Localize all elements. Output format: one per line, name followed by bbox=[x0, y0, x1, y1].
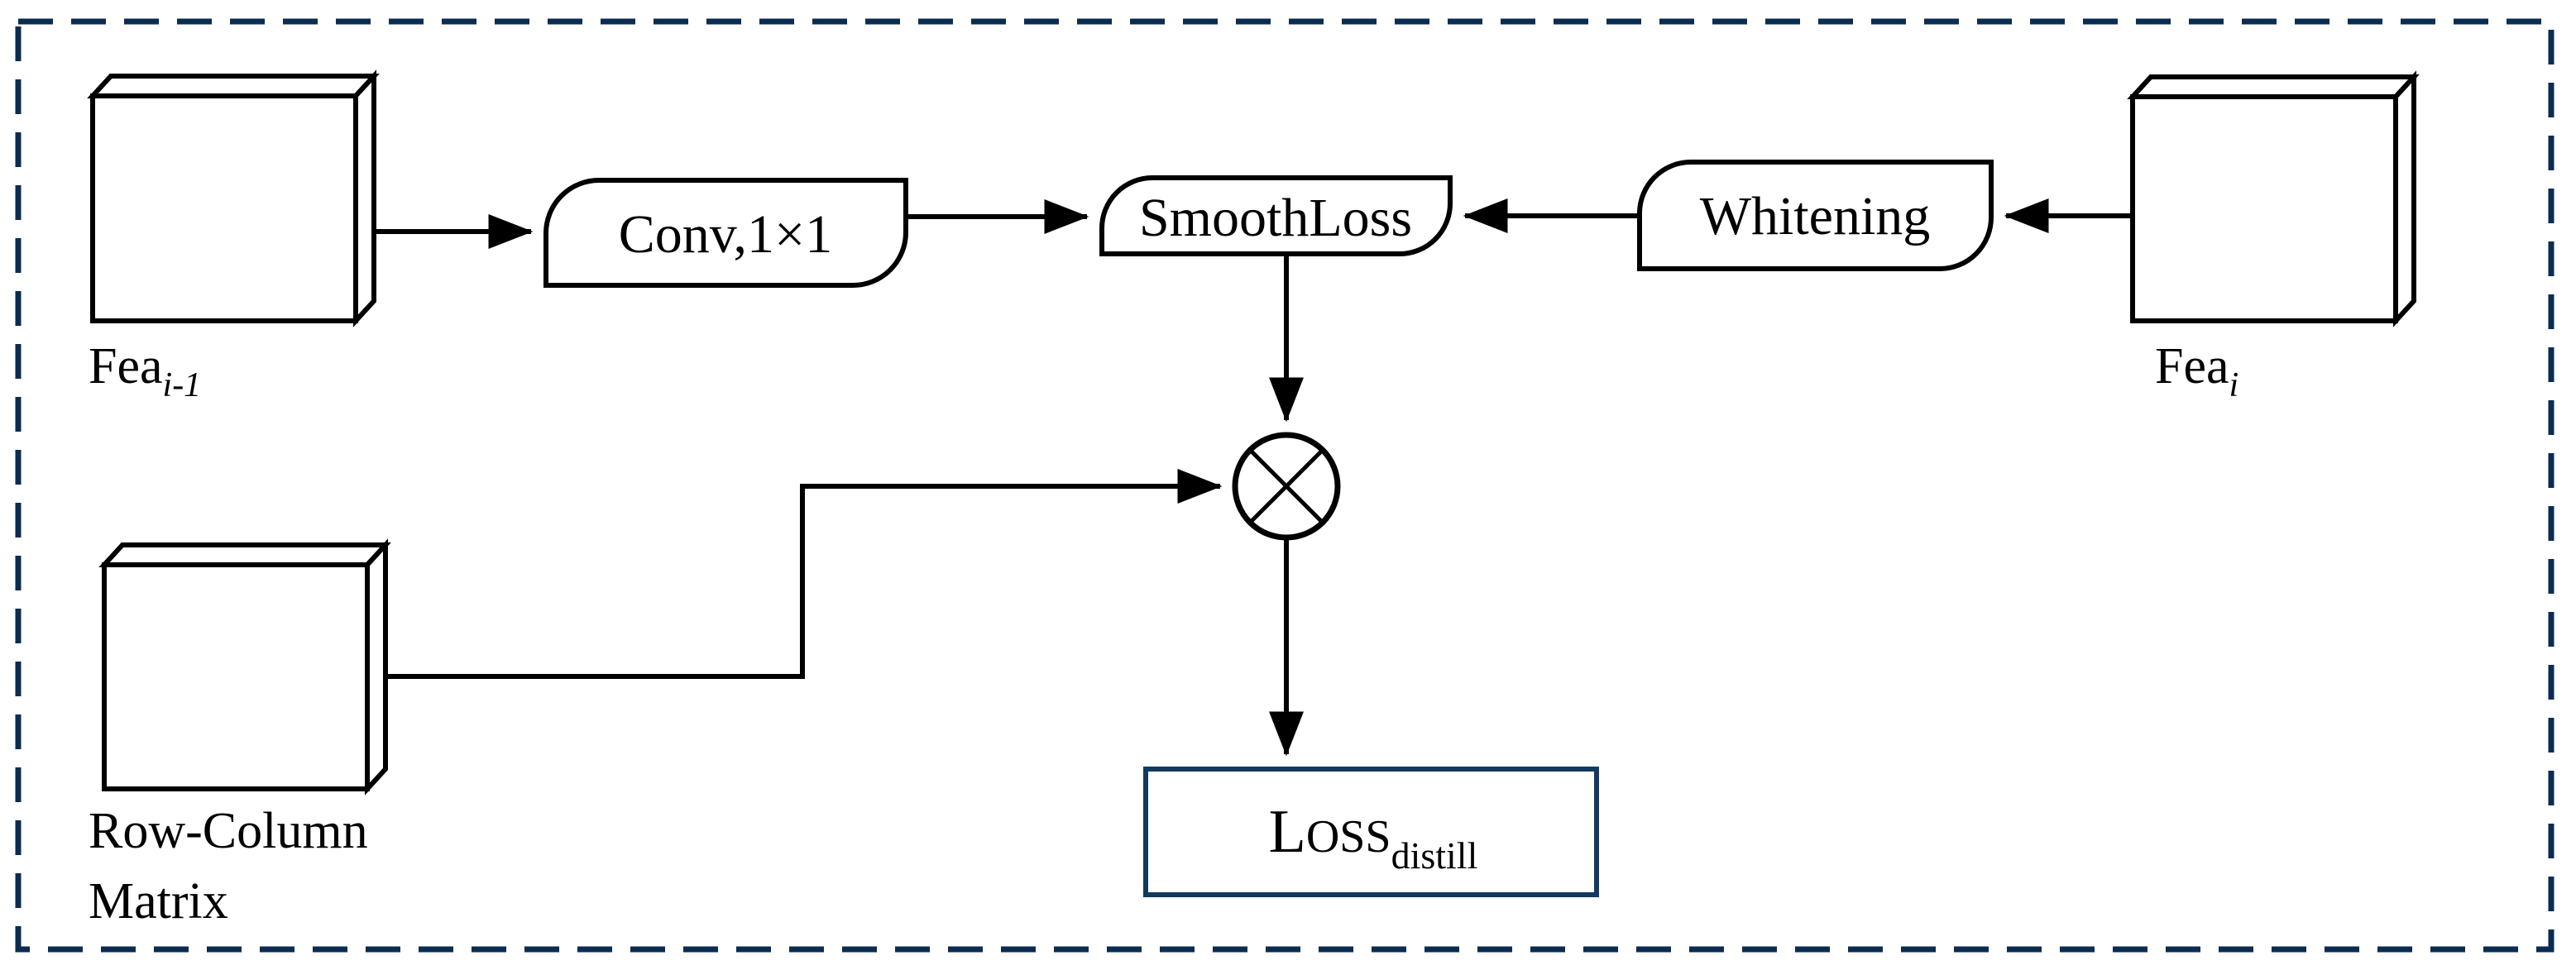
loss-distill-label-smallcaps: OSS bbox=[1306, 811, 1391, 862]
whitening-node-label: Whitening bbox=[1700, 186, 1931, 246]
fea-cur-front-face bbox=[2130, 94, 2398, 323]
fea-cur-top-face bbox=[2127, 74, 2420, 99]
fea-cur-side-face bbox=[2393, 70, 2416, 327]
conv-node-box bbox=[543, 178, 908, 288]
fea-prev-front-face bbox=[90, 93, 358, 323]
fea-prev-cuboid bbox=[87, 69, 380, 327]
fea-cur-cuboid bbox=[2127, 70, 2420, 327]
edge-row-column-matrix-to-multiply bbox=[385, 469, 1223, 679]
fea-prev-label: Feai-1 bbox=[89, 338, 201, 404]
conv-node-label: Conv,1×1 bbox=[619, 204, 832, 265]
fea-prev-label-sub: i-1 bbox=[163, 366, 202, 404]
row-column-matrix-side-face bbox=[365, 538, 388, 796]
row-column-matrix-top-face bbox=[98, 542, 391, 567]
loss-distill-label-sub: distill bbox=[1391, 834, 1478, 877]
fea-prev-label-main: Fea bbox=[89, 338, 163, 394]
row-column-matrix-cuboid bbox=[98, 538, 391, 796]
row-column-matrix-front-face bbox=[102, 562, 370, 791]
fea-prev-side-face bbox=[353, 69, 376, 327]
multiply-node bbox=[1232, 432, 1341, 541]
fea-cur-label-sub: i bbox=[2229, 366, 2239, 404]
dashed-frame-border bbox=[15, 18, 2554, 953]
fea-prev-top-face bbox=[87, 74, 380, 98]
whitening-node-box bbox=[1637, 160, 1994, 271]
loss-distill-label: LOSSdistill bbox=[1269, 798, 1478, 877]
fea-cur-label: Feai bbox=[2155, 338, 2238, 404]
row-column-matrix-label-line1: Row-Column bbox=[89, 803, 368, 859]
loss-distill-box bbox=[1143, 767, 1599, 897]
smooth-loss-node-label: SmoothLoss bbox=[1139, 188, 1412, 248]
smooth-loss-node-box bbox=[1099, 175, 1453, 256]
multiply-cross-stroke-b bbox=[1248, 448, 1324, 524]
loss-distill-label-main: L bbox=[1269, 798, 1306, 866]
fea-cur-label-main: Fea bbox=[2155, 338, 2229, 394]
row-column-matrix-label-line2: Matrix bbox=[89, 873, 228, 929]
